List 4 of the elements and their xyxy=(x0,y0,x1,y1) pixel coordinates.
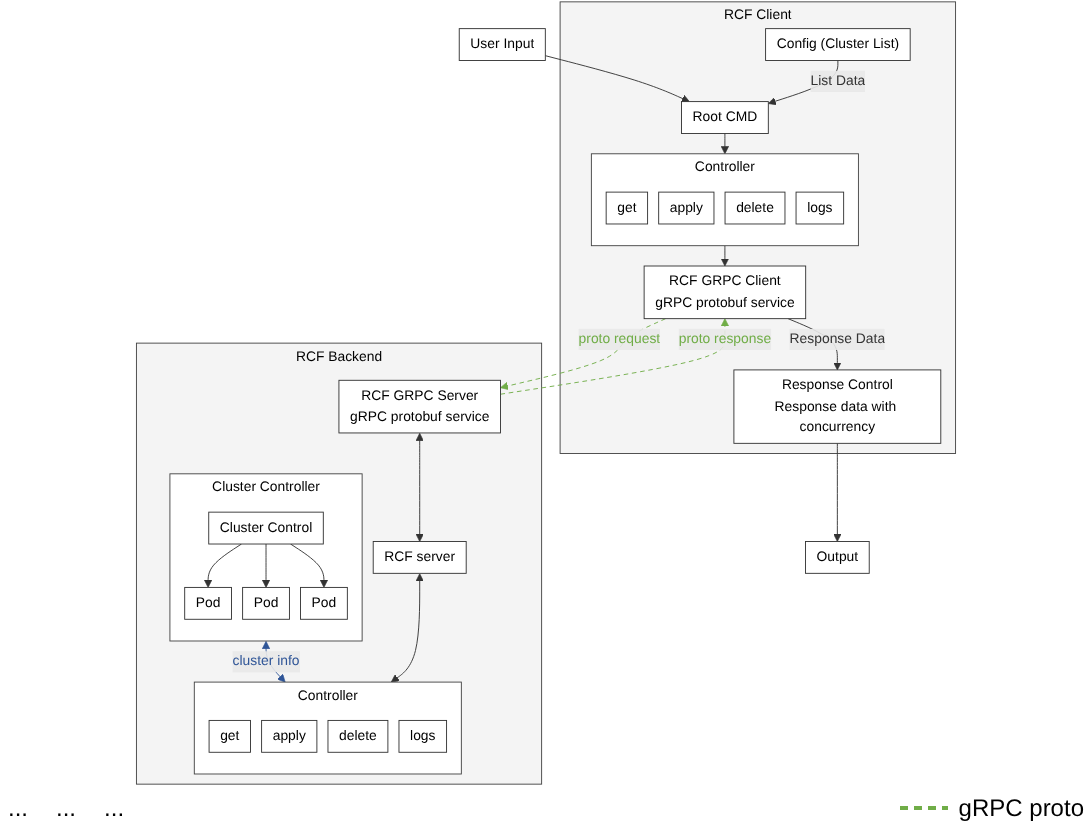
legend-label: gRPC proto xyxy=(958,794,1084,822)
ellipsis-text: ... xyxy=(56,794,77,822)
ellipsis-text: ... xyxy=(104,794,125,822)
ellipsis-text: ... xyxy=(8,794,29,822)
